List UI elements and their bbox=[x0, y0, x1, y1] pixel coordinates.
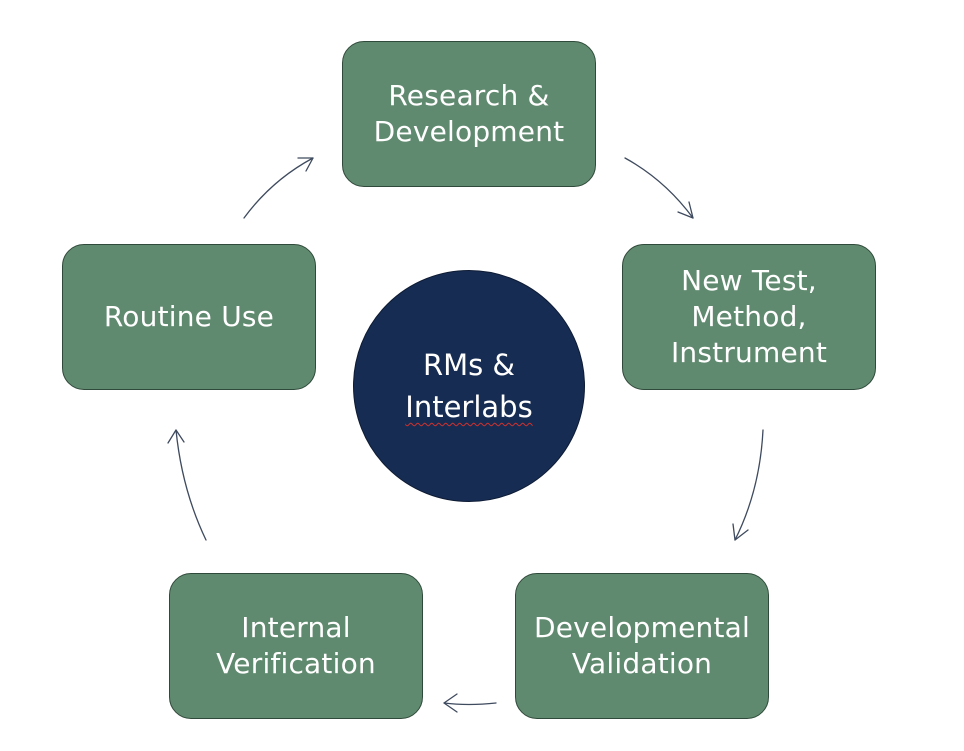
arrow-ru-to-rd-icon bbox=[243, 157, 314, 219]
arrow-iv-to-ru-head-icon bbox=[167, 429, 185, 444]
arrow-rd-to-newtest-icon bbox=[624, 157, 694, 219]
step-label: Instrument bbox=[670, 336, 828, 369]
step-label: Research & bbox=[388, 79, 550, 112]
step-research-development: Research & Development bbox=[342, 41, 596, 187]
step-label: Verification bbox=[216, 647, 376, 680]
step-label: Developmental bbox=[533, 611, 751, 644]
arrow-ru-to-rd-head-icon bbox=[297, 157, 314, 172]
step-internal-verification: Internal Verification bbox=[169, 573, 423, 719]
step-label: Development bbox=[373, 115, 565, 148]
arrow-rd-to-newtest-head-icon bbox=[677, 201, 694, 219]
step-label: New Test, bbox=[681, 264, 817, 297]
arrow-newtest-to-dv-icon bbox=[734, 429, 764, 541]
center-label: Interlabs bbox=[405, 390, 533, 424]
arrow-dv-to-iv-head-icon bbox=[443, 693, 458, 713]
step-label: Internal bbox=[241, 611, 351, 644]
step-label: Routine Use bbox=[103, 300, 275, 333]
center-circle: RMs & Interlabs bbox=[353, 270, 585, 502]
arrow-iv-to-ru-icon bbox=[175, 429, 207, 541]
arrow-newtest-to-dv-head-icon bbox=[732, 523, 749, 541]
step-new-test: New Test, Method, Instrument bbox=[622, 244, 876, 390]
step-label: Validation bbox=[571, 647, 713, 680]
step-developmental-validation: Developmental Validation bbox=[515, 573, 769, 719]
arrow-dv-to-iv-icon bbox=[443, 702, 497, 706]
step-label: Method, bbox=[691, 300, 807, 333]
step-routine-use: Routine Use bbox=[62, 244, 316, 390]
center-label: RMs & bbox=[422, 348, 516, 382]
